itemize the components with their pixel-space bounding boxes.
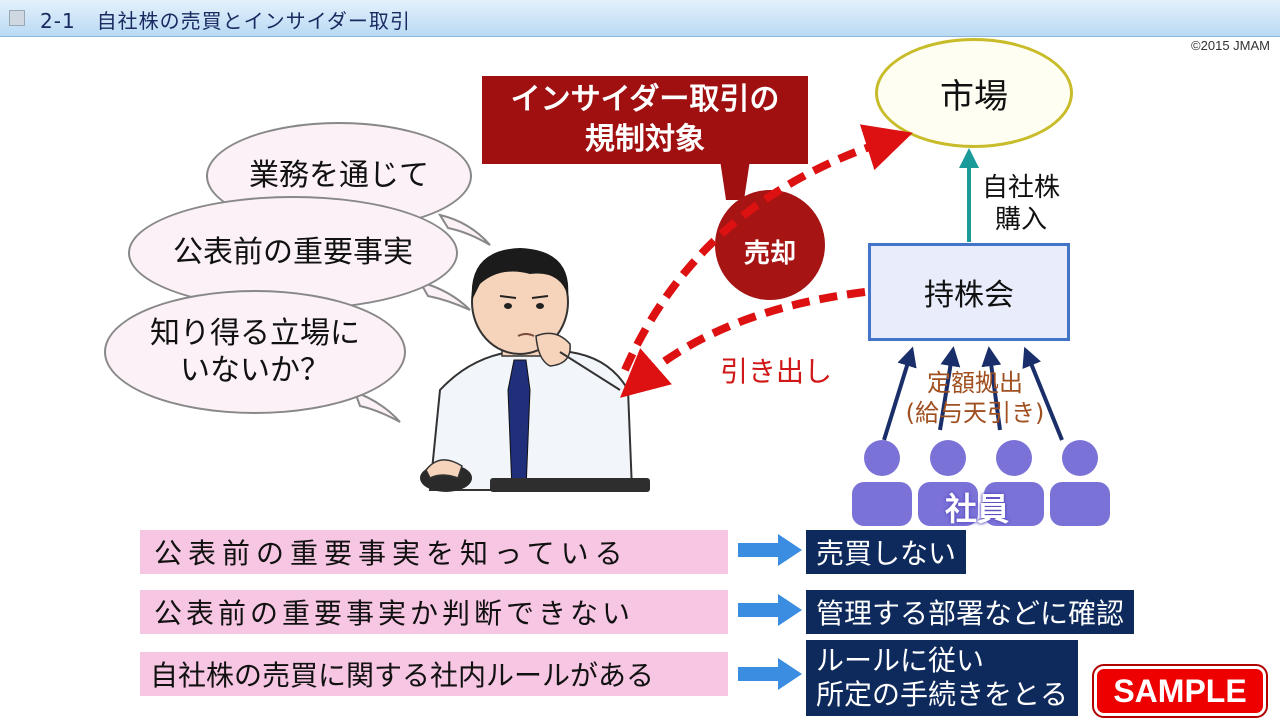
employees-icons: [852, 440, 1110, 526]
rule-action-1: 売買しない: [806, 530, 967, 574]
bubble-text-3b: いないか？: [180, 353, 330, 388]
rule-arrow-1-icon: [738, 534, 802, 566]
deposit-label: 定額拠出 (給与天引き): [880, 368, 1070, 428]
employee-icon: [930, 440, 966, 476]
rule-action-1-text: 売買しない: [816, 537, 957, 570]
deposit-line-2: (給与天引き): [905, 399, 1045, 427]
rule-arrow-2-icon: [738, 594, 802, 626]
rule-action-2: 管理する部署などに確認: [806, 590, 1135, 634]
buy-label: 自社株 購入: [982, 172, 1060, 236]
rule-condition-2: 公表前の重要事実か判断できない: [140, 590, 728, 634]
employee-icon: [1062, 440, 1098, 476]
rule-condition-3: 自社株の売買に関する社内ルールがある: [140, 652, 728, 696]
mochikabu-box: 持株会: [868, 243, 1070, 341]
sell-label: 売却: [743, 239, 796, 269]
copyright: ©2015 JMAM: [1191, 38, 1270, 53]
rule-condition-2-text: 公表前の重要事実か判断できない: [154, 597, 635, 630]
regulation-line-1: インサイダー取引の: [510, 82, 780, 117]
withdraw-label: 引き出し: [720, 355, 833, 388]
regulation-pointer: [720, 160, 750, 200]
rule-condition-1-text: 公表前の重要事実を知っている: [154, 537, 629, 570]
employees-label: 社員: [945, 490, 1010, 528]
regulation-line-2: 規制対象: [585, 122, 705, 157]
sample-text: SAMPLE: [1113, 672, 1247, 709]
employee-icon: [864, 440, 900, 476]
thought-bubble-3: 知り得る立場に いないか？: [104, 290, 406, 414]
rule-action-2-text: 管理する部署などに確認: [816, 597, 1125, 630]
insider-regulation-box: インサイダー取引の 規制対象: [482, 76, 808, 164]
sample-watermark: SAMPLE: [1092, 664, 1268, 718]
rule-action-3-line-1: ルールに従い: [816, 644, 985, 677]
title-bar: 2-1 自社株の売買とインサイダー取引: [0, 0, 1280, 37]
employee-icon: [996, 440, 1032, 476]
slide-square-icon: [9, 10, 25, 26]
market-label: 市場: [940, 76, 1008, 117]
bubble-text-2: 公表前の重要事実: [173, 235, 413, 271]
buy-line-2: 購入: [995, 205, 1048, 235]
rule-arrow-3-icon: [738, 658, 802, 690]
businessman-illustration: [420, 248, 650, 492]
rule-action-3: ルールに従い 所定の手続きをとる: [806, 640, 1079, 716]
buy-line-1: 自社株: [982, 173, 1061, 203]
bubble-text-1: 業務を通じて: [249, 158, 429, 194]
rule-action-3-line-2: 所定の手続きをとる: [816, 678, 1069, 711]
deposit-line-1: 定額拠出: [927, 369, 1023, 397]
rule-condition-3-text: 自社株の売買に関する社内ルールがある: [150, 659, 655, 692]
rule-condition-1: 公表前の重要事実を知っている: [140, 530, 728, 574]
mochikabu-label: 持株会: [924, 278, 1014, 313]
sell-circle: 売却: [715, 190, 825, 300]
slide-title: 2-1 自社株の売買とインサイダー取引: [40, 9, 411, 33]
bubble-text-3a: 知り得る立場に: [150, 315, 360, 351]
